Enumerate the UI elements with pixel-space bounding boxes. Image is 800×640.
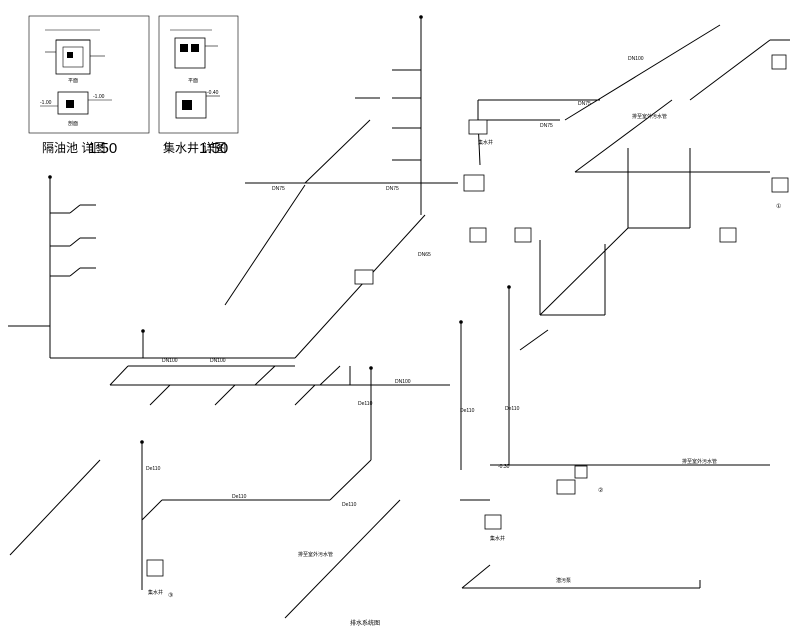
pit-tag: 集水井 bbox=[478, 139, 493, 146]
pipe-size-label: DN100 bbox=[628, 56, 644, 62]
drain-riser-left bbox=[8, 175, 120, 359]
elevation-label: -0.30 bbox=[498, 464, 510, 470]
pit-tag: 集水井 bbox=[148, 589, 163, 596]
plan-label: 平面 bbox=[68, 78, 78, 84]
pipe-size-label: DN75 bbox=[578, 101, 591, 107]
pit-tag: 集水井 bbox=[490, 535, 505, 542]
elevation-label: -0.40 bbox=[207, 90, 219, 96]
outfall-label: 排至室外污水管 bbox=[682, 458, 717, 465]
circle-mark: ② bbox=[598, 487, 603, 494]
pipe-size-label: DN75 bbox=[540, 123, 553, 129]
drain-system-bottom-left: De110 De110 De110 排至室外污水管 集水井 集水井 潜污泵 ③ … bbox=[9, 440, 701, 627]
pipe-size-label: De110 bbox=[460, 408, 475, 414]
drain-diagonal-top-right: DN75 DN75 DN100 排至室外污水管 集水井 ① bbox=[463, 24, 790, 316]
pipe-size-label: DN65 bbox=[418, 252, 431, 258]
sump-pit-detail: 平面 -0.40 集水井 详图 1:50 bbox=[158, 15, 239, 157]
pipe-size-label: DN75 bbox=[386, 186, 399, 192]
scale-label: 1:50 bbox=[88, 140, 117, 157]
drain-risers-center: De110 De110 -0.30 排至室外污水管 ② bbox=[459, 285, 770, 495]
elevation-label: -1.00 bbox=[93, 94, 105, 100]
drawing-title: 排水系统图 bbox=[350, 619, 380, 627]
sump-pit-caption: 集水井 详图 bbox=[163, 140, 226, 155]
pump-tag: 潜污泵 bbox=[556, 577, 571, 584]
drain-main-left: DN100 DN100 DN100 De110 bbox=[109, 329, 450, 460]
outfall-label: 排至室外污水管 bbox=[632, 113, 667, 120]
scale-label: 1:50 bbox=[199, 140, 228, 157]
pipe-size-label: De110 bbox=[232, 494, 247, 500]
pipe-size-label: DN100 bbox=[162, 358, 178, 364]
pipe-size-label: De110 bbox=[505, 406, 520, 412]
pipe-size-label: DN100 bbox=[210, 358, 226, 364]
circle-mark: ③ bbox=[168, 592, 173, 599]
pipe-size-label: De110 bbox=[146, 466, 161, 472]
pipe-size-label: De110 bbox=[358, 401, 373, 407]
section-label: 剖面 bbox=[68, 120, 78, 127]
circle-mark: ① bbox=[776, 203, 781, 210]
elevation-label: -1.00 bbox=[40, 100, 52, 106]
outfall-label: 排至室外污水管 bbox=[298, 551, 333, 558]
pipe-size-label: DN75 bbox=[272, 186, 285, 192]
pipe-size-label: De110 bbox=[342, 502, 357, 508]
drain-diagonal-upper: DN75 DN75 DN65 bbox=[224, 15, 458, 359]
grease-trap-detail: 平面 -1.00 -1.00 剖面 隔油池 详图 1:50 bbox=[28, 15, 150, 157]
plan-label: 平面 bbox=[188, 78, 198, 84]
pipe-size-label: DN100 bbox=[395, 379, 411, 385]
grease-trap-caption: 隔油池 详图 bbox=[42, 140, 105, 155]
